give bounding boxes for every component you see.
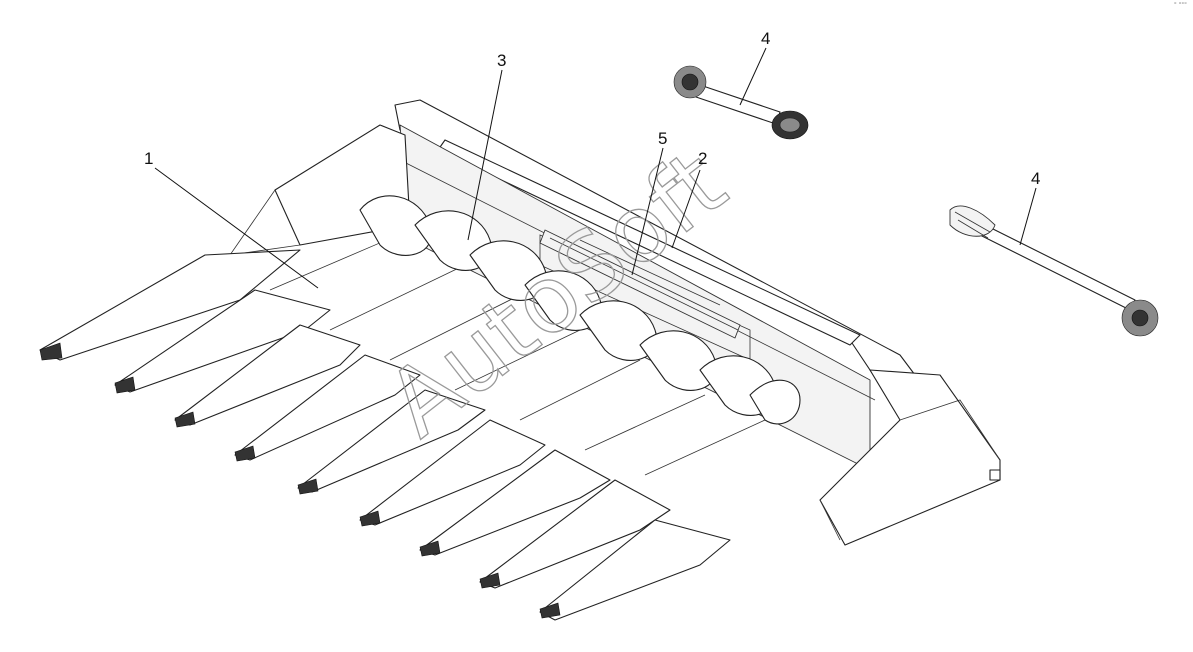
callout-label-5: 5 xyxy=(658,129,667,148)
drive-shaft-right xyxy=(949,205,1159,337)
drive-shaft-top xyxy=(673,65,809,140)
callout-label-2: 2 xyxy=(698,149,707,168)
callout-leaders xyxy=(154,47,1037,289)
leader-4-right xyxy=(1019,187,1037,246)
row-dividers xyxy=(39,249,731,621)
auger xyxy=(359,195,801,425)
callout-label-4-right: 4 xyxy=(1031,169,1040,188)
corner-mark: ° °°° xyxy=(1173,2,1187,9)
callout-label-3: 3 xyxy=(497,51,506,70)
stripper-plate xyxy=(539,229,741,339)
callout-label-4-top: 4 xyxy=(761,29,770,48)
leader-4-top xyxy=(739,47,767,106)
leader-5 xyxy=(631,147,664,276)
callout-label-1: 1 xyxy=(144,149,153,168)
leader-3 xyxy=(467,69,503,241)
right-side-shield xyxy=(819,369,1001,546)
leader-1 xyxy=(154,167,319,289)
leader-2 xyxy=(671,169,701,249)
